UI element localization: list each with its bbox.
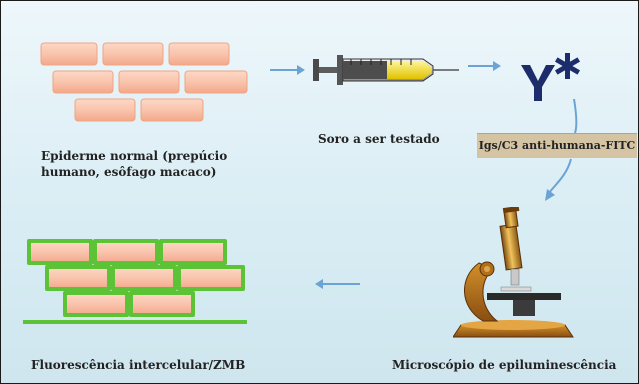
microscope-label: Microscópio de epiluminescência xyxy=(392,358,617,372)
brick-wall-icon xyxy=(40,42,248,122)
fluorescent-brick-wall-icon xyxy=(23,239,247,324)
arrow-right-icon xyxy=(270,65,305,75)
serum-label: Soro a ser testado xyxy=(318,132,440,146)
epidermis-label-line1: Epiderme normal (prepúcio xyxy=(41,149,228,163)
curved-arrow-down-icon xyxy=(545,98,578,201)
epidermis-label-line2: humano, esôfago macaco) xyxy=(41,165,217,179)
result-label: Fluorescência intercelular/ZMB xyxy=(31,358,246,372)
antibody-icon xyxy=(521,53,581,101)
antibody-tag: Igs/C3 anti-humana-FITC xyxy=(477,133,637,158)
arrow-left-icon xyxy=(315,279,360,289)
arrow-right-icon xyxy=(468,61,501,71)
microscope-icon xyxy=(453,207,574,338)
syringe-icon xyxy=(313,55,459,85)
